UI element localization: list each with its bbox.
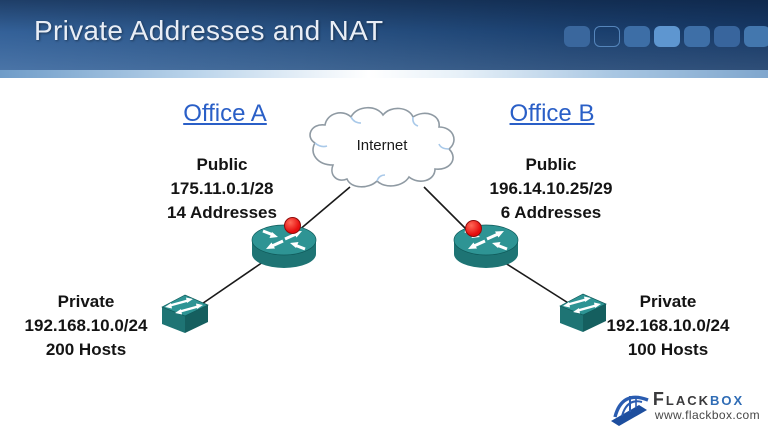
router-b-icon bbox=[453, 224, 519, 268]
office-a-private-info: Private 192.168.10.0/24 200 Hosts bbox=[1, 290, 171, 362]
office-a-public-addresses: 14 Addresses bbox=[167, 203, 277, 222]
office-b-public-title: Public bbox=[525, 155, 577, 174]
office-b-private-hosts: 100 Hosts bbox=[627, 340, 709, 359]
decor-square bbox=[654, 26, 680, 47]
office-b-public-addresses: 6 Addresses bbox=[500, 203, 602, 222]
flackbox-bridge-icon bbox=[610, 395, 649, 426]
switch-a-icon bbox=[161, 294, 209, 333]
slide-title: Private Addresses and NAT bbox=[34, 15, 384, 46]
router-a-icon bbox=[251, 224, 317, 268]
office-a-private-hosts: 200 Hosts bbox=[45, 340, 127, 359]
decor-square bbox=[564, 26, 590, 47]
office-a-private-subnet: 192.168.10.0/24 bbox=[24, 316, 148, 335]
header-glow-strip bbox=[0, 70, 768, 78]
decor-square bbox=[594, 26, 620, 47]
office-a-public-info: Public 175.11.0.1/28 14 Addresses bbox=[137, 153, 307, 225]
router-a-port-dot bbox=[284, 217, 301, 234]
header-bar: Private Addresses and NAT bbox=[0, 0, 768, 70]
office-b-private-subnet: 192.168.10.0/24 bbox=[606, 316, 730, 335]
office-a-label: Office A bbox=[183, 100, 267, 127]
brand-box: box bbox=[710, 389, 745, 410]
office-b-public-subnet: 196.14.10.25/29 bbox=[489, 179, 613, 198]
internet-label: Internet bbox=[356, 137, 408, 154]
brand-name: Flackbox bbox=[653, 390, 760, 409]
office-b-label: Office B bbox=[509, 100, 595, 127]
decor-square bbox=[624, 26, 650, 47]
decor-square bbox=[714, 26, 740, 47]
brand-flack: Flack bbox=[652, 389, 710, 410]
link-router-b-switch-b bbox=[501, 260, 574, 307]
header-decor-squares bbox=[564, 26, 768, 47]
office-a-public-title: Public bbox=[196, 155, 248, 174]
office-a-public-subnet: 175.11.0.1/28 bbox=[170, 179, 274, 198]
decor-square bbox=[744, 26, 768, 47]
switch-b-icon bbox=[559, 293, 607, 332]
office-b-private-info: Private 192.168.10.0/24 100 Hosts bbox=[583, 290, 753, 362]
brand-website: www.flackbox.com bbox=[654, 408, 760, 423]
office-a-private-title: Private bbox=[57, 292, 115, 311]
internet-cloud-icon bbox=[309, 106, 455, 188]
link-router-a-switch-a bbox=[192, 261, 264, 311]
router-b-port-dot bbox=[465, 220, 482, 237]
office-b-public-info: Public 196.14.10.25/29 6 Addresses bbox=[466, 153, 636, 225]
office-b-private-title: Private bbox=[639, 292, 697, 311]
flackbox-logo: Flackbox www.flackbox.com bbox=[609, 385, 760, 427]
decor-square bbox=[684, 26, 710, 47]
